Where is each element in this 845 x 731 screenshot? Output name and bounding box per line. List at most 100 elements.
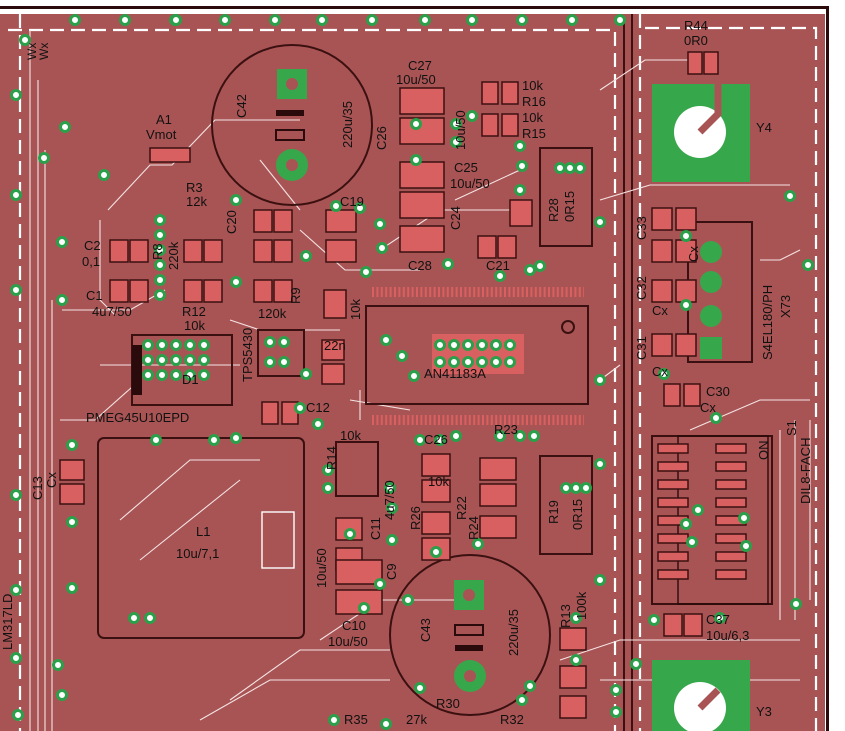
label-c20: C20 [224, 210, 239, 234]
copper-pour-main [0, 14, 640, 731]
label-c28: C28 [408, 258, 432, 273]
label-c27-val: 10u/50 [396, 72, 436, 87]
resistor-r28-body [539, 147, 593, 247]
label-r24: R24 [466, 516, 481, 540]
label-c26: C26 [374, 126, 389, 150]
label-c12: C12 [306, 400, 330, 415]
cap-c43-pad-minus-hole [464, 670, 476, 682]
label-lm317: LM317LD [0, 594, 15, 650]
label-c31-val: Cx [652, 364, 668, 379]
label-y3: Y3 [756, 704, 772, 719]
label-r8: R8 [150, 243, 165, 260]
connector-x73-pin-3 [700, 271, 722, 293]
label-r9: R9 [288, 287, 303, 304]
inductor-l1-pad [261, 511, 295, 569]
label-c9-val: 4u7/50 [382, 480, 397, 520]
label-c11-val: 10u/50 [314, 548, 329, 588]
label-r12-val: 10k [184, 318, 205, 333]
label-s1-on: ON [756, 441, 771, 461]
label-c32-val: Cx [652, 303, 668, 318]
label-c32: C32 [634, 276, 649, 300]
label-c11: C11 [368, 517, 383, 540]
crystal-y4-lead [697, 70, 722, 135]
silk-zone-right-top [645, 26, 818, 731]
cap-c43-band-2 [455, 645, 483, 651]
label-d1: D1 [182, 372, 199, 387]
label-c9: C9 [384, 563, 399, 580]
cap-c42-pad-minus-hole [286, 159, 298, 171]
cap-c42-band-2 [275, 129, 305, 141]
label-r26: R26 [408, 506, 423, 530]
label-tps5430: TPS5430 [240, 328, 255, 382]
label-r16: R16 [522, 94, 546, 109]
label-l1: L1 [196, 524, 210, 539]
label-c10-val: 10u/50 [328, 634, 368, 649]
label-x73-part: S4EL180/PH [760, 285, 775, 360]
vias [10, 14, 814, 730]
label-c21: C21 [486, 258, 510, 273]
label-an41183a: AN41183A [424, 366, 486, 381]
label-c25: C25 [454, 160, 478, 175]
label-c37-val: 10u/6,3 [706, 628, 749, 643]
label-c42: C42 [234, 94, 249, 118]
label-c42-val: 220u/35 [340, 101, 355, 148]
connector-x73-pin-1 [700, 337, 722, 359]
label-r16-val: 10k [522, 78, 543, 93]
cap-c42-band [276, 110, 304, 116]
dipswitch-s1-pads [657, 443, 747, 580]
label-c1-val: 4u7/50 [92, 304, 132, 319]
label-c33: C33 [634, 216, 649, 240]
label-c19: C19 [340, 194, 364, 209]
label-r14: R14 [324, 446, 339, 470]
board-edge-top [0, 6, 828, 9]
label-c43: C43 [418, 618, 433, 642]
label-r19: R19 [546, 500, 561, 524]
diode-d1-band [132, 345, 142, 395]
label-c26-val: 10u/50 [453, 110, 468, 150]
label-c26b: C26 [424, 432, 448, 447]
label-c13-val: Cx [44, 472, 59, 488]
ic-r14-array [335, 441, 379, 497]
label-s1-part: DIL8-FACH [798, 438, 813, 504]
crystal-y3-lead [697, 687, 721, 711]
label-r35: R35 [344, 712, 368, 727]
label-c43-val: 220u/35 [506, 609, 521, 656]
cap-c42-outline [211, 44, 373, 206]
label-y4: Y4 [756, 120, 772, 135]
label-r23: R23 [494, 422, 518, 437]
label-r32: R32 [500, 712, 524, 727]
silk-labels: Wx Wx R44 0R0 Y4 C42 220u/35 A1 Vmot C27… [0, 18, 813, 727]
label-r3-val: 12k [186, 194, 207, 209]
label-r15: R15 [522, 126, 546, 141]
cap-c43-outline [389, 554, 551, 716]
cap-c43-pad-plus-hole [463, 589, 475, 601]
label-l1-val: 10u/7,1 [176, 546, 219, 561]
label-wx: Wx [25, 43, 39, 60]
connector-x73-pin-4 [700, 241, 722, 263]
label-r22: R22 [454, 496, 469, 520]
label-r44: R44 [684, 18, 708, 33]
label-r10: 10k [348, 299, 363, 320]
label-c2: C2 [84, 238, 101, 253]
label-c1: C1 [86, 288, 103, 303]
label-r3: R3 [186, 180, 203, 195]
ic-tps5430-body [257, 329, 305, 377]
resistor-r19-body [539, 455, 593, 555]
board-edge-right [826, 6, 829, 731]
label-r12: R12 [182, 304, 206, 319]
ic-an41183a-pins [372, 287, 584, 425]
label-r8-val: 220k [166, 241, 181, 270]
label-r28: R28 [546, 198, 561, 222]
label-r26-val: 10k [428, 474, 449, 489]
label-c13: C13 [30, 476, 45, 500]
label-c31: C31 [634, 336, 649, 360]
label-r13: R13 [558, 604, 573, 628]
label-s1: S1 [784, 420, 799, 436]
label-d1-part: PMEG45U10EPD [86, 410, 189, 425]
label-c24: C24 [448, 206, 463, 230]
label-c27: C27 [408, 58, 432, 73]
label-r14-val: 10k [340, 428, 361, 443]
cap-c43-band [454, 624, 484, 636]
